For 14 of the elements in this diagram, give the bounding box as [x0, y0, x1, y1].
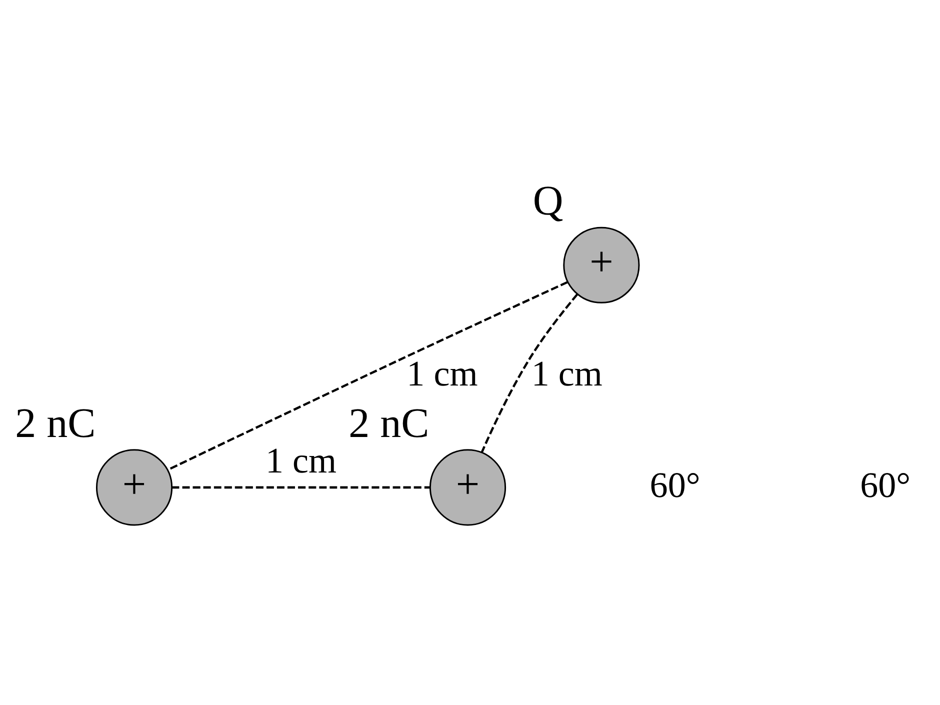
connector — [480, 293, 578, 452]
node-label: 2 nC — [15, 400, 96, 446]
node-circle: + — [563, 226, 640, 303]
node-circle: + — [429, 448, 506, 526]
node-label: Q — [532, 178, 564, 224]
label: 60° — [650, 464, 700, 504]
connector — [172, 486, 430, 488]
edge-label: 1 cm — [406, 353, 478, 394]
node-label: 2 nC — [348, 400, 430, 446]
node-circle: + — [96, 448, 173, 526]
connector — [167, 280, 568, 470]
edge-label: 1 cm — [265, 440, 337, 480]
label: 60° — [860, 464, 911, 504]
edge-label: 1 cm — [531, 353, 602, 394]
